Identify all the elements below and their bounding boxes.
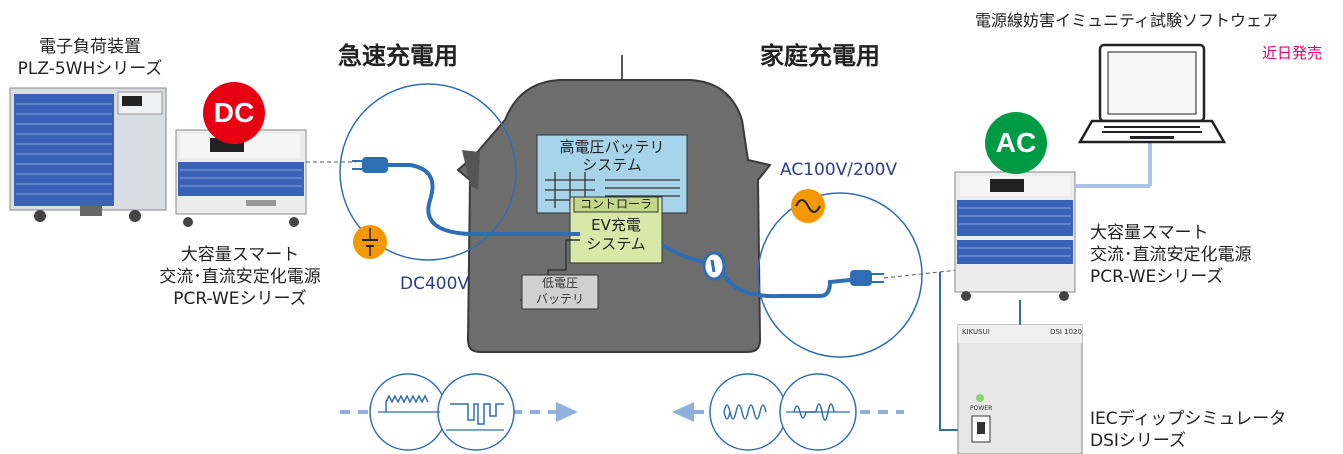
left-power-supply-line2: 交流･直流安定化電源 [159, 267, 321, 287]
electronic-load-series: PLZ-5WHシリーズ [17, 59, 163, 79]
ac-cable [660, 243, 851, 299]
dc-plug-icon [352, 157, 388, 173]
dc-waveform-group [340, 373, 578, 451]
dc-voltage-label: DC400V [400, 274, 470, 294]
left-power-supply-series: PCR-WEシリーズ [173, 289, 307, 309]
hv-battery-line2: システム [582, 156, 642, 174]
ac-connector-zoom [757, 192, 923, 358]
software-title: 電源線妨害イミュニティ試験ソフトウェア [975, 11, 1279, 30]
ev-charger-line2: システム [586, 235, 646, 253]
software-status: 近日発売 [1262, 44, 1323, 62]
home-charge-heading: 家庭充電用 [760, 42, 880, 70]
dc-source-icon [353, 225, 387, 259]
lv-battery-line2: バッテリ [535, 292, 584, 306]
electronic-load-device [9, 87, 167, 222]
ac-source-icon [791, 189, 825, 223]
right-power-supply-series: PCR-WEシリーズ [1090, 267, 1224, 287]
inlet-icon [702, 251, 726, 281]
ac-plug-icon [850, 270, 884, 286]
ev-charger-line1: EV充電 [591, 216, 641, 234]
laptop-icon [1077, 43, 1227, 144]
controller-label: コントローラ [579, 197, 652, 211]
left-power-supply-unit [175, 129, 307, 227]
ac-badge: AC [985, 112, 1047, 174]
right-power-supply-label: 大容量スマート 交流･直流安定化電源 PCR-WEシリーズ [1090, 222, 1252, 288]
ac-dashed-link [883, 269, 959, 279]
dc-connector-zoom [339, 83, 517, 261]
simulator-feed-line [939, 272, 958, 431]
dc-cable [388, 163, 580, 236]
simulator-series: DSIシリーズ [1090, 431, 1187, 451]
simulator-brand: KIKUSUI [962, 328, 990, 336]
right-power-supply-unit [954, 171, 1076, 301]
ac-waveform-group [672, 373, 904, 451]
right-power-supply-line1: 大容量スマート [1090, 223, 1209, 243]
dip-simulator-unit [957, 324, 1083, 454]
electronic-load-name: 電子負荷装置 [39, 37, 141, 57]
simulator-name: IECディップシミュレータ [1090, 409, 1287, 429]
simulator-label: IECディップシミュレータ DSIシリーズ [1090, 408, 1286, 452]
lv-battery-line1: 低電圧 [541, 276, 578, 290]
dc-badge: DC [203, 82, 265, 144]
controller-box [573, 196, 659, 213]
lv-battery-box [521, 274, 599, 310]
lv-battery-label: 低電圧 バッテリ [522, 275, 598, 307]
hv-battery-line1: 高電圧バッテリ [559, 138, 665, 156]
ac-voltage-label: AC100V/200V [780, 160, 898, 180]
electronic-load-label: 電子負荷装置 PLZ-5WHシリーズ [10, 36, 170, 80]
left-power-supply-label: 大容量スマート 交流･直流安定化電源 PCR-WEシリーズ [140, 244, 340, 310]
right-power-supply-line2: 交流･直流安定化電源 [1090, 245, 1252, 265]
simulator-model: DSI 1020 [1050, 328, 1082, 336]
ev-charger-label: EV充電 システム [570, 216, 662, 254]
hv-battery-label: 高電圧バッテリ システム [537, 138, 687, 174]
quick-charge-heading: 急速充電用 [338, 42, 458, 70]
simulator-power-label: POWER [970, 405, 993, 412]
left-power-supply-line1: 大容量スマート [180, 245, 300, 265]
